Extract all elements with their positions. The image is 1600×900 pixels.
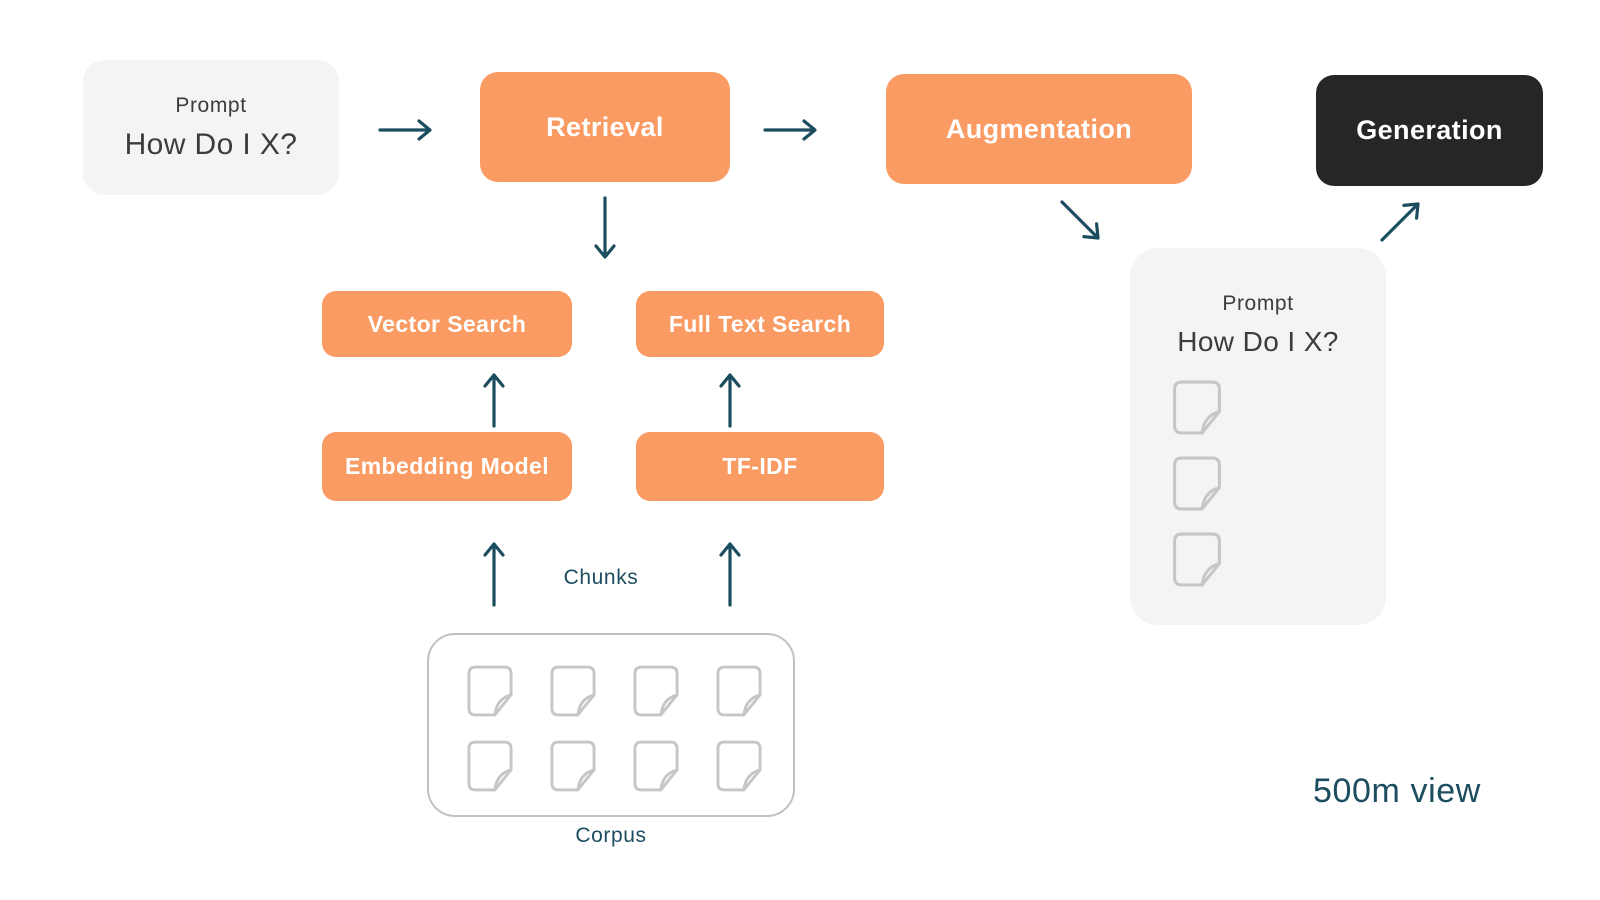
embedding-model-label: Embedding Model — [344, 453, 550, 479]
arrow-up-icon — [719, 373, 741, 428]
augmentation-label: Augmentation — [945, 113, 1133, 144]
arrow-up-icon — [719, 542, 741, 607]
input-prompt-card: Prompt How Do I X? — [83, 60, 339, 195]
arrow-right-icon — [763, 119, 817, 141]
document-icon — [1172, 532, 1222, 587]
document-icon — [716, 665, 762, 717]
prompt-label: Prompt — [175, 93, 247, 117]
generation-node: Generation — [1316, 75, 1543, 186]
full-text-search-label: Full Text Search — [668, 310, 852, 337]
document-icon — [550, 740, 596, 792]
document-icon — [467, 665, 513, 717]
corpus-container — [427, 633, 795, 817]
generation-label: Generation — [1356, 115, 1503, 145]
retrieval-node: Retrieval — [480, 72, 730, 182]
arrow-diagonal-up-icon — [1380, 202, 1420, 242]
vector-search-label: Vector Search — [367, 310, 527, 337]
chunks-label: Chunks — [563, 566, 639, 589]
full-text-search-node: Full Text Search — [636, 291, 884, 357]
retrieval-label: Retrieval — [546, 111, 664, 142]
document-icon — [550, 665, 596, 717]
document-icon — [633, 740, 679, 792]
prompt-label: Prompt — [1222, 292, 1294, 315]
corpus-label: Corpus — [575, 824, 647, 847]
embedding-model-node: Embedding Model — [322, 432, 572, 501]
arrow-up-icon — [483, 542, 505, 607]
view-label: 500m view — [1313, 772, 1481, 810]
arrow-down-icon — [594, 196, 616, 259]
vector-search-node: Vector Search — [322, 291, 572, 357]
arrow-up-icon — [483, 373, 505, 428]
arrow-right-icon — [378, 119, 432, 141]
document-icon — [1172, 380, 1222, 435]
augmented-prompt-card: Prompt How Do I X? — [1130, 248, 1386, 625]
attached-document-list — [1172, 380, 1222, 587]
tf-idf-label: TF-IDF — [722, 453, 798, 479]
arrow-diagonal-down-icon — [1060, 200, 1100, 240]
document-icon — [716, 740, 762, 792]
document-icon — [633, 665, 679, 717]
corpus-document-grid — [467, 665, 763, 792]
tf-idf-node: TF-IDF — [636, 432, 884, 501]
document-icon — [1172, 456, 1222, 511]
augmentation-node: Augmentation — [886, 74, 1192, 184]
prompt-question: How Do I X? — [124, 127, 298, 161]
document-icon — [467, 740, 513, 792]
prompt-question: How Do I X? — [1177, 326, 1339, 357]
